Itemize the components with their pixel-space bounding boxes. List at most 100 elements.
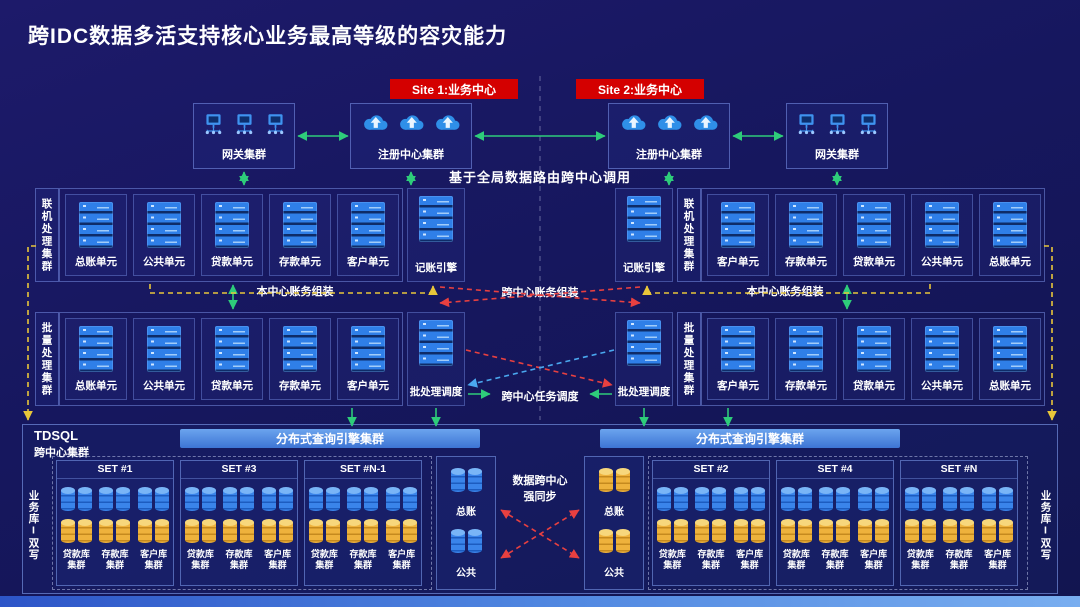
database-cylinder-icon <box>450 528 482 554</box>
terminal-network-icon <box>826 112 849 135</box>
server-rack-icon <box>351 326 385 372</box>
unit-label: 客户单元 <box>347 380 389 392</box>
server-rack-icon <box>627 320 661 366</box>
primary-db-row <box>777 486 893 511</box>
sets-container-right <box>648 456 1028 590</box>
database-cylinder-icon <box>223 486 255 511</box>
database-cylinder-icon <box>982 486 1014 511</box>
gateway-icons-row <box>202 112 287 135</box>
batch-cluster-label-left: 批量处理集群 <box>35 312 59 406</box>
batch-unit: 客户单元 <box>707 318 769 400</box>
database-cylinder-icon <box>695 486 727 511</box>
database-cylinder-icon <box>695 518 727 543</box>
batch-scheduler-right: 批处理调度 <box>615 312 673 406</box>
online-unit: 存款单元 <box>269 194 331 276</box>
query-engine-bar-left: 分布式查询引擎集群 <box>180 429 480 448</box>
shared-db-label: 公共 <box>456 567 476 579</box>
server-rack-icon <box>789 202 823 248</box>
online-unit: 公共单元 <box>133 194 195 276</box>
standby-db-row <box>305 518 421 543</box>
primary-db-row <box>181 486 297 511</box>
unit-label: 贷款单元 <box>211 380 253 392</box>
batch-unit: 总账单元 <box>979 318 1041 400</box>
database-cylinder-icon <box>598 467 630 493</box>
set-box-n1: SET #N-1 贷款库集群 存款库集群 客户库集群 <box>304 460 422 586</box>
standby-db-row <box>57 518 173 543</box>
unit-label: 贷款单元 <box>211 256 253 268</box>
batch-unit: 公共单元 <box>911 318 973 400</box>
unit-label: 贷款单元 <box>853 380 895 392</box>
vertical-label: 联机处理集群 <box>40 197 53 273</box>
registry-cluster-left: 注册中心集群 <box>350 103 472 169</box>
server-rack-icon <box>419 320 453 366</box>
set-title: SET #3 <box>181 461 297 479</box>
sync-caption-line2: 强同步 <box>523 491 557 503</box>
unit-label: 公共单元 <box>921 380 963 392</box>
database-cylinder-icon <box>858 518 890 543</box>
registry-cluster-right: 注册中心集群 <box>608 103 730 169</box>
standby-db-row <box>777 518 893 543</box>
db-group-label: 存款库集群 <box>225 549 253 570</box>
tdsql-name: TDSQL <box>34 428 79 443</box>
registry-icons-row <box>619 112 719 132</box>
db-group-label: 客户库集群 <box>860 549 888 570</box>
server-rack-icon <box>419 196 453 242</box>
unit-label: 总账单元 <box>989 256 1031 268</box>
set-box-2: SET #2 贷款库集群 存款库集群 客户库集群 <box>652 460 770 586</box>
db-label-row: 贷款库集群 存款库集群 客户库集群 <box>777 549 893 571</box>
server-rack-icon <box>79 326 113 372</box>
database-cylinder-icon <box>734 518 766 543</box>
set-title: SET #4 <box>777 461 893 479</box>
unit-label: 公共单元 <box>921 256 963 268</box>
unit-label: 公共单元 <box>143 256 185 268</box>
shared-db-label: 公共 <box>604 567 624 579</box>
shared-db-label: 总账 <box>604 506 624 518</box>
ledger-engine-right: 记账引擎 <box>615 188 673 282</box>
set-title: SET #1 <box>57 461 173 479</box>
terminal-network-icon <box>264 112 287 135</box>
primary-db-row <box>901 486 1017 511</box>
database-cylinder-icon <box>904 518 936 543</box>
db-label-row: 贷款库集群 存款库集群 客户库集群 <box>305 549 421 571</box>
database-cylinder-icon <box>819 486 851 511</box>
vertical-label: 业务库I双写 <box>1039 489 1052 561</box>
vertical-label: 业务库I双写 <box>27 489 40 561</box>
unit-label: 批处理调度 <box>409 386 463 398</box>
standby-db-row <box>653 518 769 543</box>
db-label-row: 贷款库集群 存款库集群 客户库集群 <box>901 549 1017 571</box>
box-label: 注册中心集群 <box>378 149 444 161</box>
set-box-4: SET #4 贷款库集群 存款库集群 客户库集群 <box>776 460 894 586</box>
database-cylinder-icon <box>858 486 890 511</box>
shared-db-label: 总账 <box>456 506 476 518</box>
routing-caption: 基于全局数据路由跨中心调用 <box>448 170 631 185</box>
online-unit: 客户单元 <box>707 194 769 276</box>
cross-task-caption: 跨中心任务调度 <box>501 391 579 403</box>
query-engine-bar-right: 分布式查询引擎集群 <box>600 429 900 448</box>
database-cylinder-icon <box>943 486 975 511</box>
set-title: SET #N-1 <box>305 461 421 479</box>
database-cylinder-icon <box>386 486 418 511</box>
cloud-upload-icon <box>619 112 647 132</box>
db-group-label: 贷款库集群 <box>906 549 934 570</box>
db-group-label: 客户库集群 <box>264 549 292 570</box>
set-title: SET #2 <box>653 461 769 479</box>
database-cylinder-icon <box>656 518 688 543</box>
batch-unit: 客户单元 <box>337 318 399 400</box>
shared-db-box-right: 总账 公共 <box>584 456 644 590</box>
set-box-n: SET #N 贷款库集群 存款库集群 客户库集群 <box>900 460 1018 586</box>
gateway-cluster-left: 网关集群 <box>193 103 295 169</box>
db-group-label: 贷款库集群 <box>782 549 810 570</box>
set-title: SET #N <box>901 461 1017 479</box>
database-cylinder-icon <box>138 486 170 511</box>
online-unit: 贷款单元 <box>843 194 905 276</box>
terminal-network-icon <box>233 112 256 135</box>
online-unit: 总账单元 <box>979 194 1041 276</box>
database-cylinder-icon <box>734 486 766 511</box>
vertical-label: 联机处理集群 <box>682 197 695 273</box>
database-cylinder-icon <box>60 486 92 511</box>
database-cylinder-icon <box>780 486 812 511</box>
database-cylinder-icon <box>138 518 170 543</box>
database-cylinder-icon <box>347 518 379 543</box>
primary-db-row <box>57 486 173 511</box>
